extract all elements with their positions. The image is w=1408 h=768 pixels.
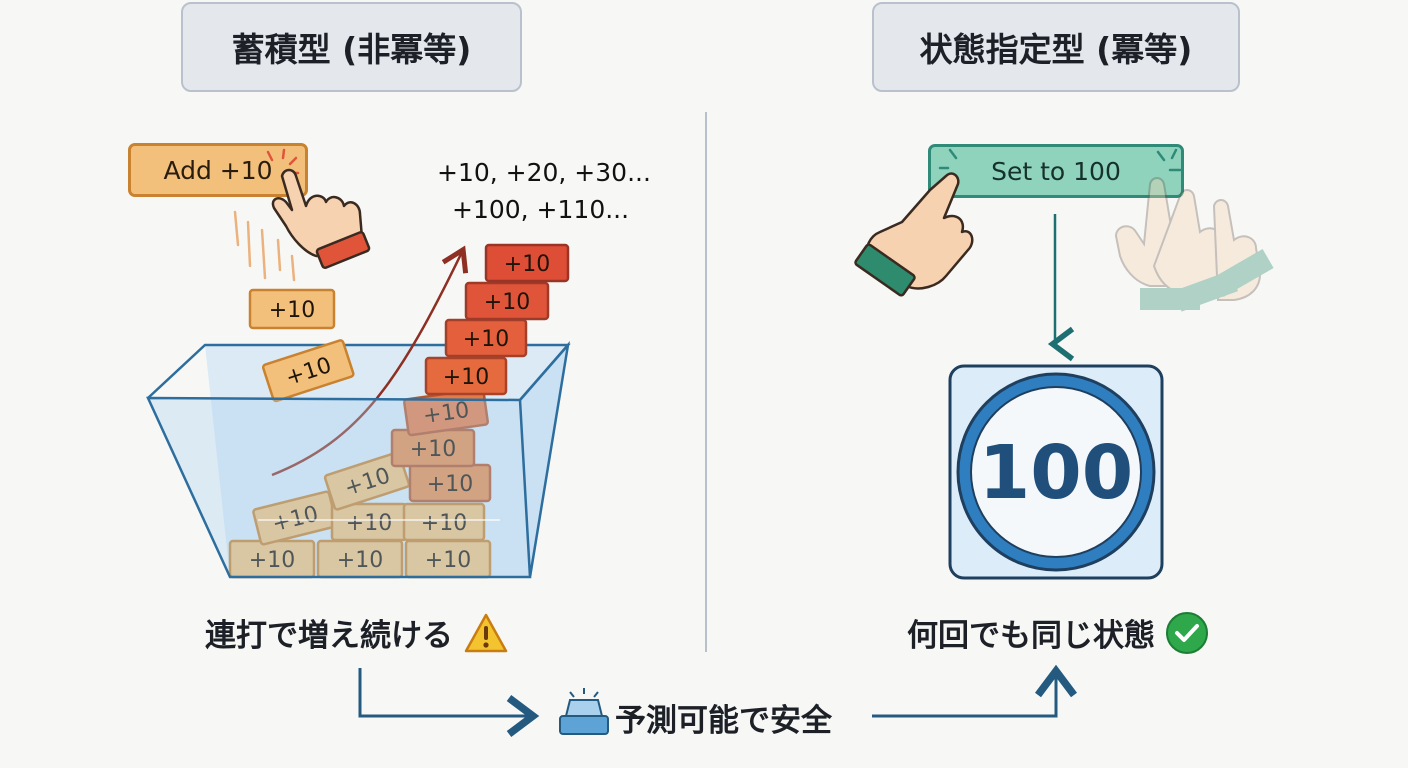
right-caption-text: 何回でも同じ状態 <box>907 618 1155 654</box>
stacked-block-14: +10 <box>484 243 570 283</box>
center-divider <box>705 112 707 652</box>
right-title-text: 状態指定型 (冪等) <box>919 30 1193 69</box>
stacked-block-label: +10 <box>410 437 456 462</box>
bottom-left-arrow <box>358 668 540 737</box>
stacked-block-5: +10 <box>330 502 408 542</box>
add-button[interactable]: Add +10 <box>128 143 308 197</box>
left-title-text: 蓄積型 (非冪等) <box>231 30 472 69</box>
stacked-block-12: +10 <box>444 318 528 358</box>
right-title: 状態指定型 (冪等) <box>872 2 1240 92</box>
stacked-block-8: +10 <box>408 463 492 503</box>
falling-block-2: +10 <box>261 339 355 403</box>
stacked-blocks: +10+10+10+10+10+10+10+10+10+10+10+10+10+… <box>228 243 570 579</box>
stacked-block-label: +10 <box>425 548 471 573</box>
falling-block-1-label: +10 <box>269 298 315 323</box>
stacked-block-2: +10 <box>316 539 404 579</box>
left-title: 蓄積型 (非冪等) <box>181 2 522 92</box>
sequence-line-2: +100, +110... <box>452 195 630 224</box>
warning-icon <box>464 613 508 652</box>
value-text: 100 <box>979 430 1133 516</box>
stacked-block-label: +10 <box>484 290 530 315</box>
stacked-block-label: +10 <box>504 252 550 277</box>
checkmark-icon <box>1166 611 1208 654</box>
stacked-block-label: +10 <box>463 327 509 352</box>
ghost-hands <box>1114 177 1274 312</box>
container-outline <box>146 340 570 579</box>
falling-block-1: +10 <box>248 288 336 330</box>
stacked-block-label: +10 <box>421 511 467 536</box>
add-button-label: Add +10 <box>163 155 273 185</box>
pointing-hand-icon-left <box>271 168 371 269</box>
stacked-block-label: +10 <box>427 472 473 497</box>
set-button-sparks <box>938 148 1182 172</box>
value-display: 100 <box>948 364 1164 580</box>
sequence-line-1: +10, +20, +30... <box>437 158 651 187</box>
add-button-sparks <box>266 148 300 175</box>
stacked-block-9: +10 <box>390 428 476 468</box>
stacked-block-label: +10 <box>346 511 392 536</box>
stacked-block-7: +10 <box>323 451 411 511</box>
left-caption: 連打で増え続ける <box>205 610 509 655</box>
stacked-block-label: +10 <box>337 548 383 573</box>
stacked-block-label: +10 <box>443 365 489 390</box>
left-caption-text: 連打で増え続ける <box>205 618 453 654</box>
set-button-label: Set to 100 <box>991 156 1121 186</box>
bottom-label: 予測可能で安全 <box>615 703 832 739</box>
stacked-block-label: +10 <box>249 548 295 573</box>
bottom-right-arrow <box>872 664 1077 718</box>
right-caption: 何回でも同じ状態 <box>907 610 1209 655</box>
alarm-light-icon <box>559 688 609 735</box>
stacked-block-13: +10 <box>464 281 550 321</box>
stacked-block-11: +10 <box>424 356 508 396</box>
stacked-block-6: +10 <box>402 502 486 542</box>
falling-motion-lines <box>233 210 296 282</box>
pointing-hand-icon-right <box>854 172 974 297</box>
set-button[interactable]: Set to 100 <box>928 144 1184 198</box>
